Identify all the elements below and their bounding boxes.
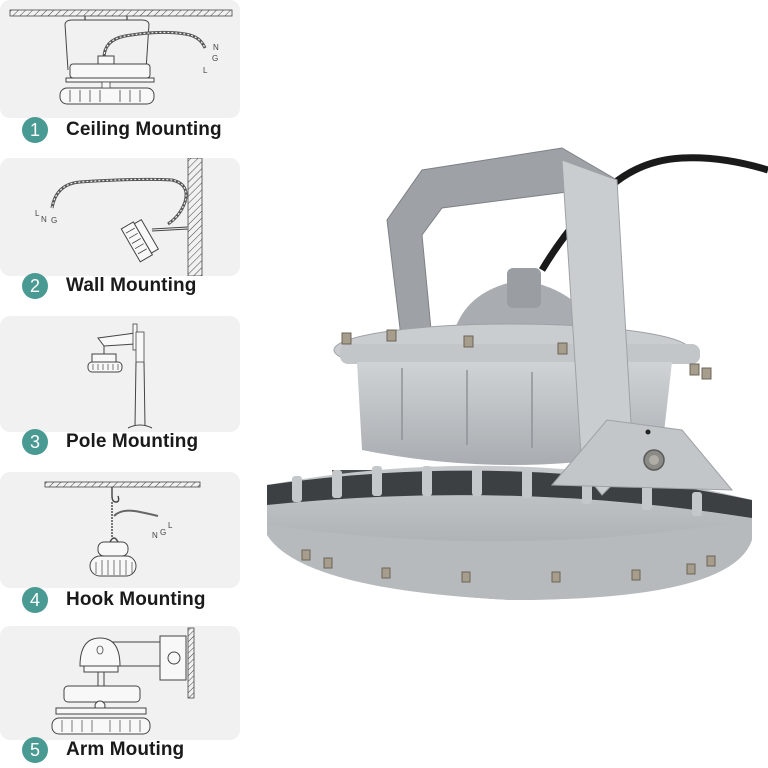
led-high-bay-fixture-icon bbox=[267, 147, 768, 600]
svg-text:G: G bbox=[51, 216, 57, 225]
hook-mounting-diagram: L N G bbox=[0, 472, 240, 588]
wall-mount-illustration-icon: L N G bbox=[35, 158, 203, 276]
step-number-badge: 5 bbox=[22, 737, 48, 763]
mounting-option-label: Arm Mouting bbox=[66, 739, 185, 760]
ceiling-mount-illustration-icon: N G L bbox=[9, 9, 233, 105]
arm-mounting-diagram bbox=[0, 626, 240, 740]
mounting-option-label: Wall Mounting bbox=[66, 275, 197, 296]
mounting-option-label: Ceiling Mounting bbox=[66, 119, 222, 140]
pole-mount-illustration-icon bbox=[87, 323, 153, 429]
mounting-option-2: 2 Wall Mounting bbox=[22, 272, 196, 300]
mounting-option-1: 1 Ceiling Mounting bbox=[22, 116, 222, 144]
mounting-option-4: 4 Hook Mounting bbox=[22, 586, 206, 614]
step-number-badge: 4 bbox=[22, 587, 48, 613]
svg-text:L: L bbox=[35, 209, 40, 218]
svg-text:G: G bbox=[160, 528, 166, 537]
hook-mount-illustration-icon: L N G bbox=[44, 481, 201, 577]
product-image bbox=[262, 140, 768, 610]
step-number-badge: 2 bbox=[22, 273, 48, 299]
svg-text:L: L bbox=[203, 66, 208, 75]
ceiling-mounting-diagram: N G L bbox=[0, 0, 240, 118]
svg-text:N: N bbox=[41, 215, 47, 224]
svg-text:N: N bbox=[213, 43, 219, 52]
svg-text:N: N bbox=[152, 531, 158, 540]
wall-mounting-diagram: L N G bbox=[0, 158, 240, 276]
mounting-option-3: 3 Pole Mounting bbox=[22, 428, 198, 456]
mounting-option-label: Pole Mounting bbox=[66, 431, 199, 452]
mounting-option-label: Hook Mounting bbox=[66, 589, 206, 610]
step-number-badge: 1 bbox=[22, 117, 48, 143]
mounting-option-5: 5 Arm Mouting bbox=[22, 736, 184, 764]
svg-text:G: G bbox=[212, 54, 218, 63]
step-number-badge: 3 bbox=[22, 429, 48, 455]
arm-mount-illustration-icon bbox=[51, 627, 195, 735]
pole-mounting-diagram bbox=[0, 316, 240, 432]
svg-text:L: L bbox=[168, 521, 173, 530]
